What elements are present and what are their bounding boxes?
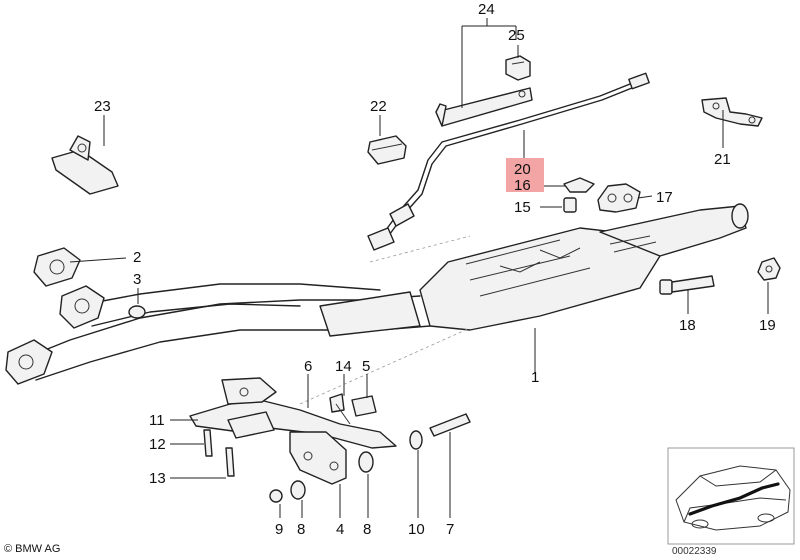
label-part-4: 4 — [336, 521, 344, 538]
label-part-9: 9 — [275, 521, 283, 538]
label-part-7: 7 — [446, 521, 454, 538]
part-25-clip — [505, 55, 531, 81]
copyright-text: © BMW AG — [4, 543, 60, 555]
part-10-washer — [409, 430, 423, 450]
part-19-nut — [757, 257, 781, 281]
inset-exhaust-highlight — [688, 482, 780, 516]
part-15-bolt — [563, 197, 577, 213]
part-22-clip — [367, 135, 407, 165]
label-part-23: 23 — [94, 98, 111, 115]
part-23-bracket — [51, 135, 119, 195]
label-part-20: 20 — [514, 161, 531, 178]
label-part-2: 2 — [133, 249, 141, 266]
label-part-14: 14 — [335, 358, 352, 375]
part-17-rubber-mount — [597, 183, 641, 213]
part-1-exhaust-pipe — [5, 203, 749, 405]
part-13-bolt — [225, 447, 235, 477]
label-part-24: 24 — [478, 1, 495, 18]
part-4-bracket — [289, 431, 347, 485]
part-8-washers — [290, 451, 374, 500]
part-21-bracket — [701, 97, 763, 127]
part-labels: 24 25 22 23 21 20 16 15 17 2 3 1 18 19 6… — [94, 1, 776, 538]
part-3-nut — [128, 305, 146, 319]
part-5-bolt — [351, 395, 377, 417]
car-inset: 00022339 — [667, 447, 795, 557]
part-18-bolt — [659, 275, 715, 295]
part-9-nut — [269, 489, 283, 503]
part-14-bolt — [329, 393, 351, 425]
label-part-18: 18 — [679, 317, 696, 334]
label-part-22: 22 — [370, 98, 387, 115]
part-7-bolt — [429, 413, 471, 437]
label-part-8-left: 8 — [297, 521, 305, 538]
part-16-clamp — [563, 177, 595, 193]
label-part-5: 5 — [362, 358, 370, 375]
leader-lines — [69, 18, 769, 518]
label-part-8-right: 8 — [363, 521, 371, 538]
label-part-21: 21 — [714, 151, 731, 168]
label-part-13: 13 — [149, 470, 166, 487]
part-12-bolt — [203, 429, 213, 457]
label-part-11: 11 — [149, 412, 165, 429]
label-part-16: 16 — [514, 177, 531, 194]
label-part-25: 25 — [508, 27, 525, 44]
label-part-15: 15 — [514, 199, 531, 216]
label-part-1: 1 — [531, 369, 539, 386]
label-part-6: 6 — [304, 358, 312, 375]
part-6-bracket — [189, 377, 397, 449]
diagram-number: 00022339 — [672, 546, 717, 557]
highlight-part-20 — [506, 158, 544, 192]
label-part-3: 3 — [133, 271, 141, 288]
label-part-19: 19 — [759, 317, 776, 334]
label-part-12: 12 — [149, 436, 166, 453]
oxygen-sensor — [367, 72, 650, 251]
label-part-17: 17 — [656, 189, 673, 206]
part-24-bracket — [435, 87, 533, 127]
label-part-10: 10 — [408, 521, 425, 538]
